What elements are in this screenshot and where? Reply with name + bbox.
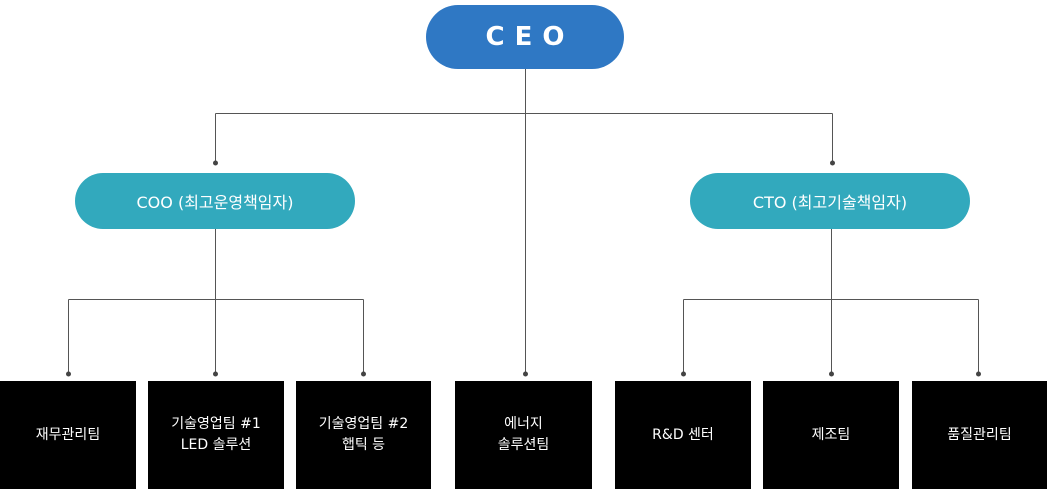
team-label: R&D 센터	[652, 426, 714, 443]
team-label: 기술영업팀 #2	[318, 416, 409, 432]
team-label: 재무관리팀	[35, 426, 101, 443]
connector-dot	[976, 371, 981, 377]
team-sublabel: 솔루션팀	[497, 437, 550, 453]
team-tech-sales-1: 기술영업팀 #1 LED 솔루션	[148, 381, 284, 489]
connector-dot	[830, 160, 835, 166]
connector-dot	[829, 371, 834, 377]
team-finance: 재무관리팀	[0, 381, 136, 489]
connector-dot	[66, 371, 71, 377]
cto-label: CTO (최고기술책임자)	[752, 193, 908, 212]
ceo-label: CEO	[485, 22, 575, 52]
coo-node: COO (최고운영책임자)	[75, 173, 355, 229]
connector-dot	[681, 371, 686, 377]
team-energy-solution: 에너지 솔루션팀	[455, 381, 592, 489]
coo-label: COO (최고운영책임자)	[136, 193, 294, 212]
team-label: 제조팀	[811, 426, 851, 443]
ceo-node: CEO	[426, 5, 624, 69]
team-sublabel: 햅틱 등	[341, 437, 386, 453]
team-label: 기술영업팀 #1	[171, 416, 261, 432]
team-quality: 품질관리팀	[912, 381, 1047, 489]
connector-dot	[361, 371, 366, 377]
team-rnd-center: R&D 센터	[615, 381, 751, 489]
team-label: 품질관리팀	[947, 426, 1012, 443]
team-manufacturing: 제조팀	[763, 381, 899, 489]
cto-node: CTO (최고기술책임자)	[690, 173, 970, 229]
connector-dot	[523, 371, 528, 377]
team-label: 에너지	[504, 416, 543, 432]
team-sublabel: LED 솔루션	[180, 437, 252, 453]
connector-dot	[213, 371, 218, 377]
connector-dot	[213, 160, 218, 166]
team-tech-sales-2: 기술영업팀 #2 햅틱 등	[296, 381, 431, 489]
